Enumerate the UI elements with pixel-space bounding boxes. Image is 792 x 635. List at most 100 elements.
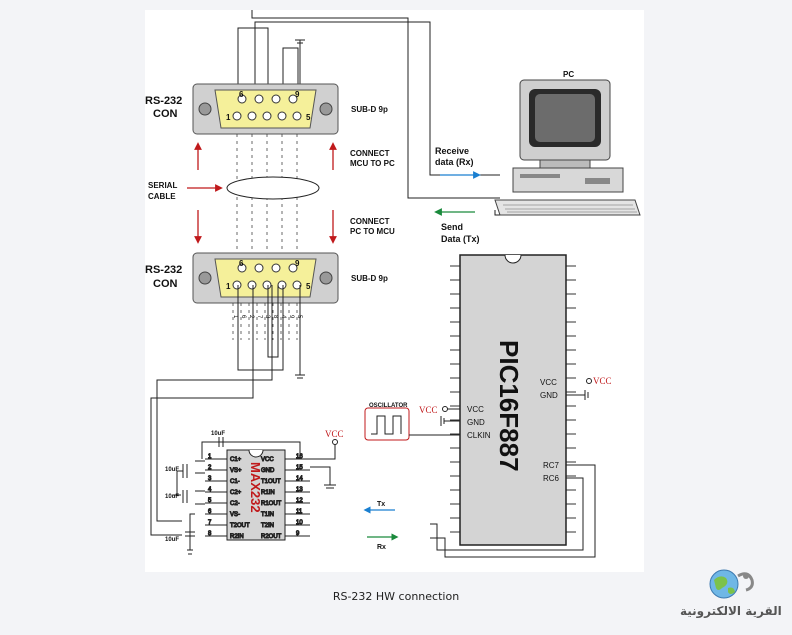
max-pin-name: R1OUT xyxy=(261,501,282,507)
bottom-db9-connector: 6 9 1 5 xyxy=(192,252,339,304)
cable-pin-number: 8 xyxy=(272,315,278,319)
cap-label-3: 10uF xyxy=(165,537,179,543)
max-pin-number: 1 xyxy=(208,454,212,460)
pic-gnd-label: GND xyxy=(540,391,558,400)
max-pin-number: 15 xyxy=(296,465,303,471)
diagram-panel: 6 9 1 5 RS-232 CON SUB-D 9p CONNECT MCU … xyxy=(145,10,644,572)
cable-pin-number: 7 xyxy=(256,315,262,319)
red-arrows xyxy=(187,142,337,244)
max-pin-name: T1OUT xyxy=(261,479,281,485)
rs232-schematic: 6 9 1 5 RS-232 CON SUB-D 9p CONNECT MCU … xyxy=(145,10,641,558)
max-pin-number: 10 xyxy=(296,520,303,526)
watermark-text: القرية الالكترونية xyxy=(680,604,782,618)
pic-vcc-red: VCC xyxy=(593,376,612,386)
max-pin-number: 13 xyxy=(296,487,303,493)
cable-pin-number: 2 xyxy=(248,315,254,319)
max232-name: MAX232 xyxy=(248,462,263,513)
max-pin-number: 2 xyxy=(208,465,212,471)
cable-pin-number: 9 xyxy=(288,315,294,319)
max232-externals xyxy=(173,437,338,555)
max-pin-name: T1IN xyxy=(261,512,274,518)
pic-vcc-label: VCC xyxy=(540,378,557,387)
max-pin-number: 14 xyxy=(296,476,303,482)
cable-label: CABLE xyxy=(148,192,176,201)
max-pin-name: T2IN xyxy=(261,523,274,529)
oscillator-label: OSCILLATOR xyxy=(369,403,408,409)
oscillator-block xyxy=(364,406,460,441)
cap-label-2: 10uF xyxy=(165,494,179,500)
pic16f887-chip: PIC16F887 VCC GND RC7 RC6 VCC GND CLKIN xyxy=(450,254,576,546)
max-pin-name: C2+ xyxy=(230,490,242,496)
pic-name: PIC16F887 xyxy=(494,340,524,472)
osc-vcc-red: VCC xyxy=(419,405,438,415)
cap-label-top: 10uF xyxy=(211,431,225,437)
cable-pin-number: 5 xyxy=(296,315,302,319)
connect-label-2: CONNECT xyxy=(350,217,390,226)
serial-label: SERIAL xyxy=(148,181,177,190)
max-pin-name: C1- xyxy=(230,479,240,485)
cable-ellipse xyxy=(226,176,320,200)
top-db9-connector: 6 9 1 5 xyxy=(192,83,339,135)
receive-data-label: data (Rx) xyxy=(435,157,474,167)
bottom-pin5-label: 5 xyxy=(306,282,311,291)
pic-power-wires xyxy=(430,378,596,558)
max-pin-name: VS+ xyxy=(230,468,242,474)
pc-label: PC xyxy=(563,70,574,79)
max-pin-number: 11 xyxy=(296,509,303,515)
receive-label: Receive xyxy=(435,146,469,156)
cable-pin-number: 3 xyxy=(264,315,270,319)
send-data-label: Data (Tx) xyxy=(441,234,480,244)
max-pin-number: 9 xyxy=(296,531,300,537)
globe-logo-icon xyxy=(709,569,754,599)
cable-pin-number: 1 xyxy=(232,315,238,319)
max-pin-name: R2OUT xyxy=(261,534,282,540)
max-pin-number: 12 xyxy=(296,498,303,504)
figure-caption: RS-232 HW connection xyxy=(332,590,460,603)
pic-clkin-label: CLKIN xyxy=(467,431,491,440)
send-label: Send xyxy=(441,222,463,232)
subd-label-bottom: SUB-D 9p xyxy=(351,274,388,283)
top-pin6-label: 6 xyxy=(239,90,244,99)
tx-label: Tx xyxy=(377,501,385,508)
top-pin5-label: 5 xyxy=(306,113,311,122)
max-pin-name: R1IN xyxy=(261,490,275,496)
pic-rc7-label: RC7 xyxy=(543,461,560,470)
mcu-to-pc-label: MCU TO PC xyxy=(350,159,395,168)
pic-osc-vcc-label: VCC xyxy=(467,405,484,414)
max-pin-number: 5 xyxy=(208,498,212,504)
top-pin1-label: 1 xyxy=(226,113,231,122)
pc-computer-icon xyxy=(494,79,641,216)
max-pin-number: 7 xyxy=(208,520,212,526)
pic-osc-gnd-label: GND xyxy=(467,418,485,427)
bottom-pin1-label: 1 xyxy=(226,282,231,291)
rs232-label-bottom: RS-232 xyxy=(145,264,182,276)
max-pin-name: C2- xyxy=(230,501,240,507)
bottom-pin6-label: 6 xyxy=(239,259,244,268)
max-pin-name: VCC xyxy=(261,457,274,463)
cable-pin-number: 6 xyxy=(240,315,246,319)
max-pin-name: C1+ xyxy=(230,457,242,463)
max-pin-name: R2IN xyxy=(230,534,244,540)
max-pin-name: T2OUT xyxy=(230,523,250,529)
top-pin9-label: 9 xyxy=(295,90,300,99)
max-pin-number: 8 xyxy=(208,531,212,537)
cap-label-1: 10uF xyxy=(165,467,179,473)
subd-label-top: SUB-D 9p xyxy=(351,105,388,114)
max-pin-name: GND xyxy=(261,468,275,474)
con-label-bottom: CON xyxy=(153,278,178,290)
max-pin-number: 3 xyxy=(208,476,212,482)
max-pin-number: 6 xyxy=(208,509,212,515)
pic-rc6-label: RC6 xyxy=(543,474,560,483)
connect-label-1: CONNECT xyxy=(350,149,390,158)
pc-to-mcu-label: PC TO MCU xyxy=(350,227,395,236)
rx-label: Rx xyxy=(377,544,386,551)
bottom-pin9-label: 9 xyxy=(295,259,300,268)
max-pin-name: VS- xyxy=(230,512,240,518)
max-pin-number: 4 xyxy=(208,487,212,493)
max-vcc-red: VCC xyxy=(325,429,344,439)
rs232-label-top: RS-232 xyxy=(145,95,182,107)
con-label-top: CON xyxy=(153,108,178,120)
